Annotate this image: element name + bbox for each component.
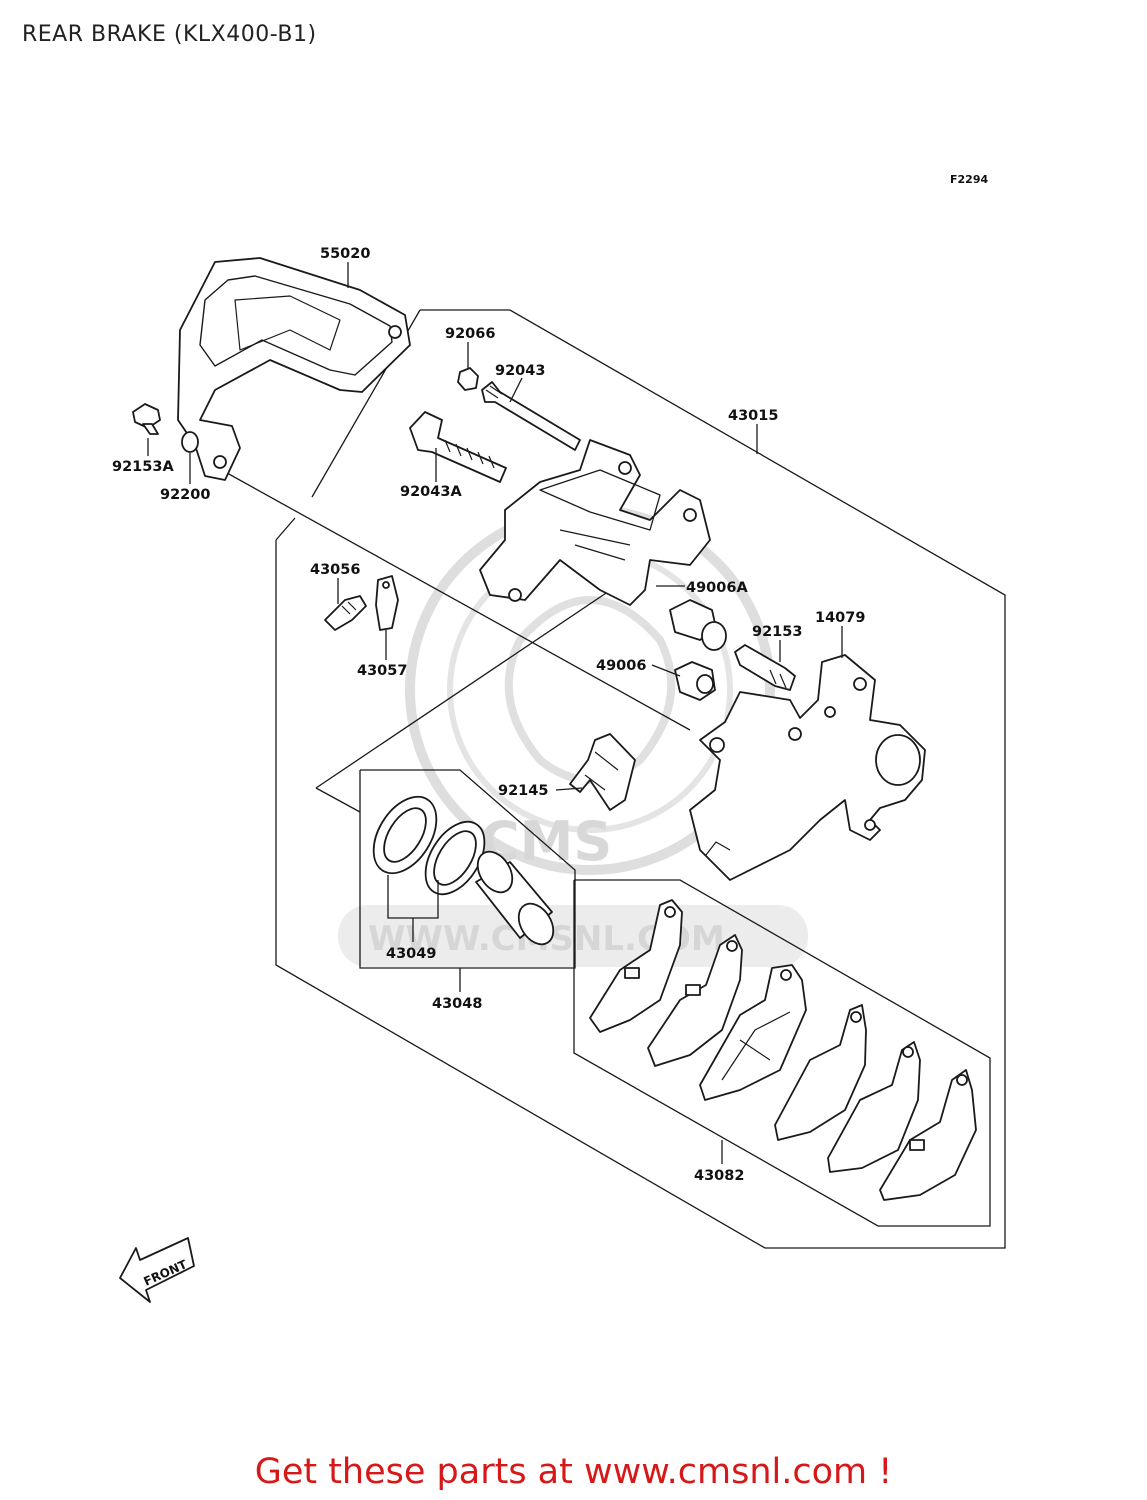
callout-43057[interactable]: 43057	[357, 663, 407, 679]
watermark-emblem-figure	[504, 596, 676, 784]
piston-group-diagonal-2	[315, 787, 361, 813]
callout-92200[interactable]: 92200	[160, 487, 210, 503]
bleeder-part-43056	[324, 595, 367, 631]
callout-43082[interactable]: 43082	[694, 1168, 744, 1184]
brake-pad-3	[699, 964, 807, 1101]
callout-92043[interactable]: 92043	[495, 363, 545, 379]
callout-49006[interactable]: 49006	[596, 658, 646, 674]
callout-92043A[interactable]: 92043A	[400, 484, 462, 500]
washer-part-92200	[181, 431, 199, 453]
brake-pad-5	[827, 1041, 921, 1173]
leader-49006	[651, 664, 681, 677]
bolt-part-92153	[734, 644, 796, 691]
callout-92066[interactable]: 92066	[445, 326, 495, 342]
callout-49006A[interactable]: 49006A	[686, 580, 748, 596]
brake-guard-part-55020	[177, 257, 411, 481]
caliper-assembly-outline-gap	[275, 517, 296, 541]
caliper-body-part-43015	[479, 439, 711, 606]
piston-group-outline	[359, 769, 576, 969]
brake-pad-group-outline	[573, 879, 991, 1227]
callout-92145[interactable]: 92145	[498, 783, 548, 799]
brake-pad-6	[879, 1069, 977, 1201]
part-callouts: 55020 92066 92043 43015 92153A 92200 920…	[112, 246, 865, 1184]
footer-link[interactable]: Get these parts at www.cmsnl.com !	[254, 1452, 893, 1492]
piston-group-diagonal	[315, 576, 631, 789]
watermark-url-bar	[338, 905, 808, 967]
callout-55020[interactable]: 55020	[320, 246, 370, 262]
boot-part-49006	[674, 661, 716, 701]
caliper-bracket-part-14079	[689, 654, 926, 881]
callout-43049[interactable]: 43049	[386, 946, 436, 962]
slide-pin-part-92043	[481, 381, 581, 451]
callout-92153A[interactable]: 92153A	[112, 459, 174, 475]
boot-part-49006A	[669, 599, 727, 651]
callout-14079[interactable]: 14079	[815, 610, 865, 626]
piston-seal-part-43049-b	[424, 820, 486, 896]
front-arrow-icon: FRONT	[119, 1237, 195, 1303]
bolt-part-92153A	[132, 403, 161, 435]
brake-pad-4	[774, 1004, 867, 1141]
cap-part-92066	[457, 367, 479, 391]
leader-92043	[509, 377, 523, 403]
caliper-assembly-outline	[275, 309, 1006, 1249]
pad-spring-part-92145	[569, 733, 636, 811]
bleeder-cap-part-43057	[375, 575, 399, 631]
leader-92145	[555, 787, 583, 791]
callout-92153[interactable]: 92153	[752, 624, 802, 640]
piston-seal-part-43049-a	[372, 795, 438, 875]
slide-pin-part-92043A	[409, 411, 507, 483]
pin-alignment-line	[217, 467, 691, 731]
callout-43015[interactable]: 43015	[728, 408, 778, 424]
brake-pad-1	[589, 899, 683, 1033]
figure-code: F2294	[950, 173, 988, 186]
page-title: REAR BRAKE (KLX400-B1)	[22, 22, 317, 47]
brake-pad-2	[647, 934, 743, 1067]
callout-43048[interactable]: 43048	[432, 996, 482, 1012]
piston-part-43048	[475, 850, 555, 946]
callout-43056[interactable]: 43056	[310, 562, 360, 578]
